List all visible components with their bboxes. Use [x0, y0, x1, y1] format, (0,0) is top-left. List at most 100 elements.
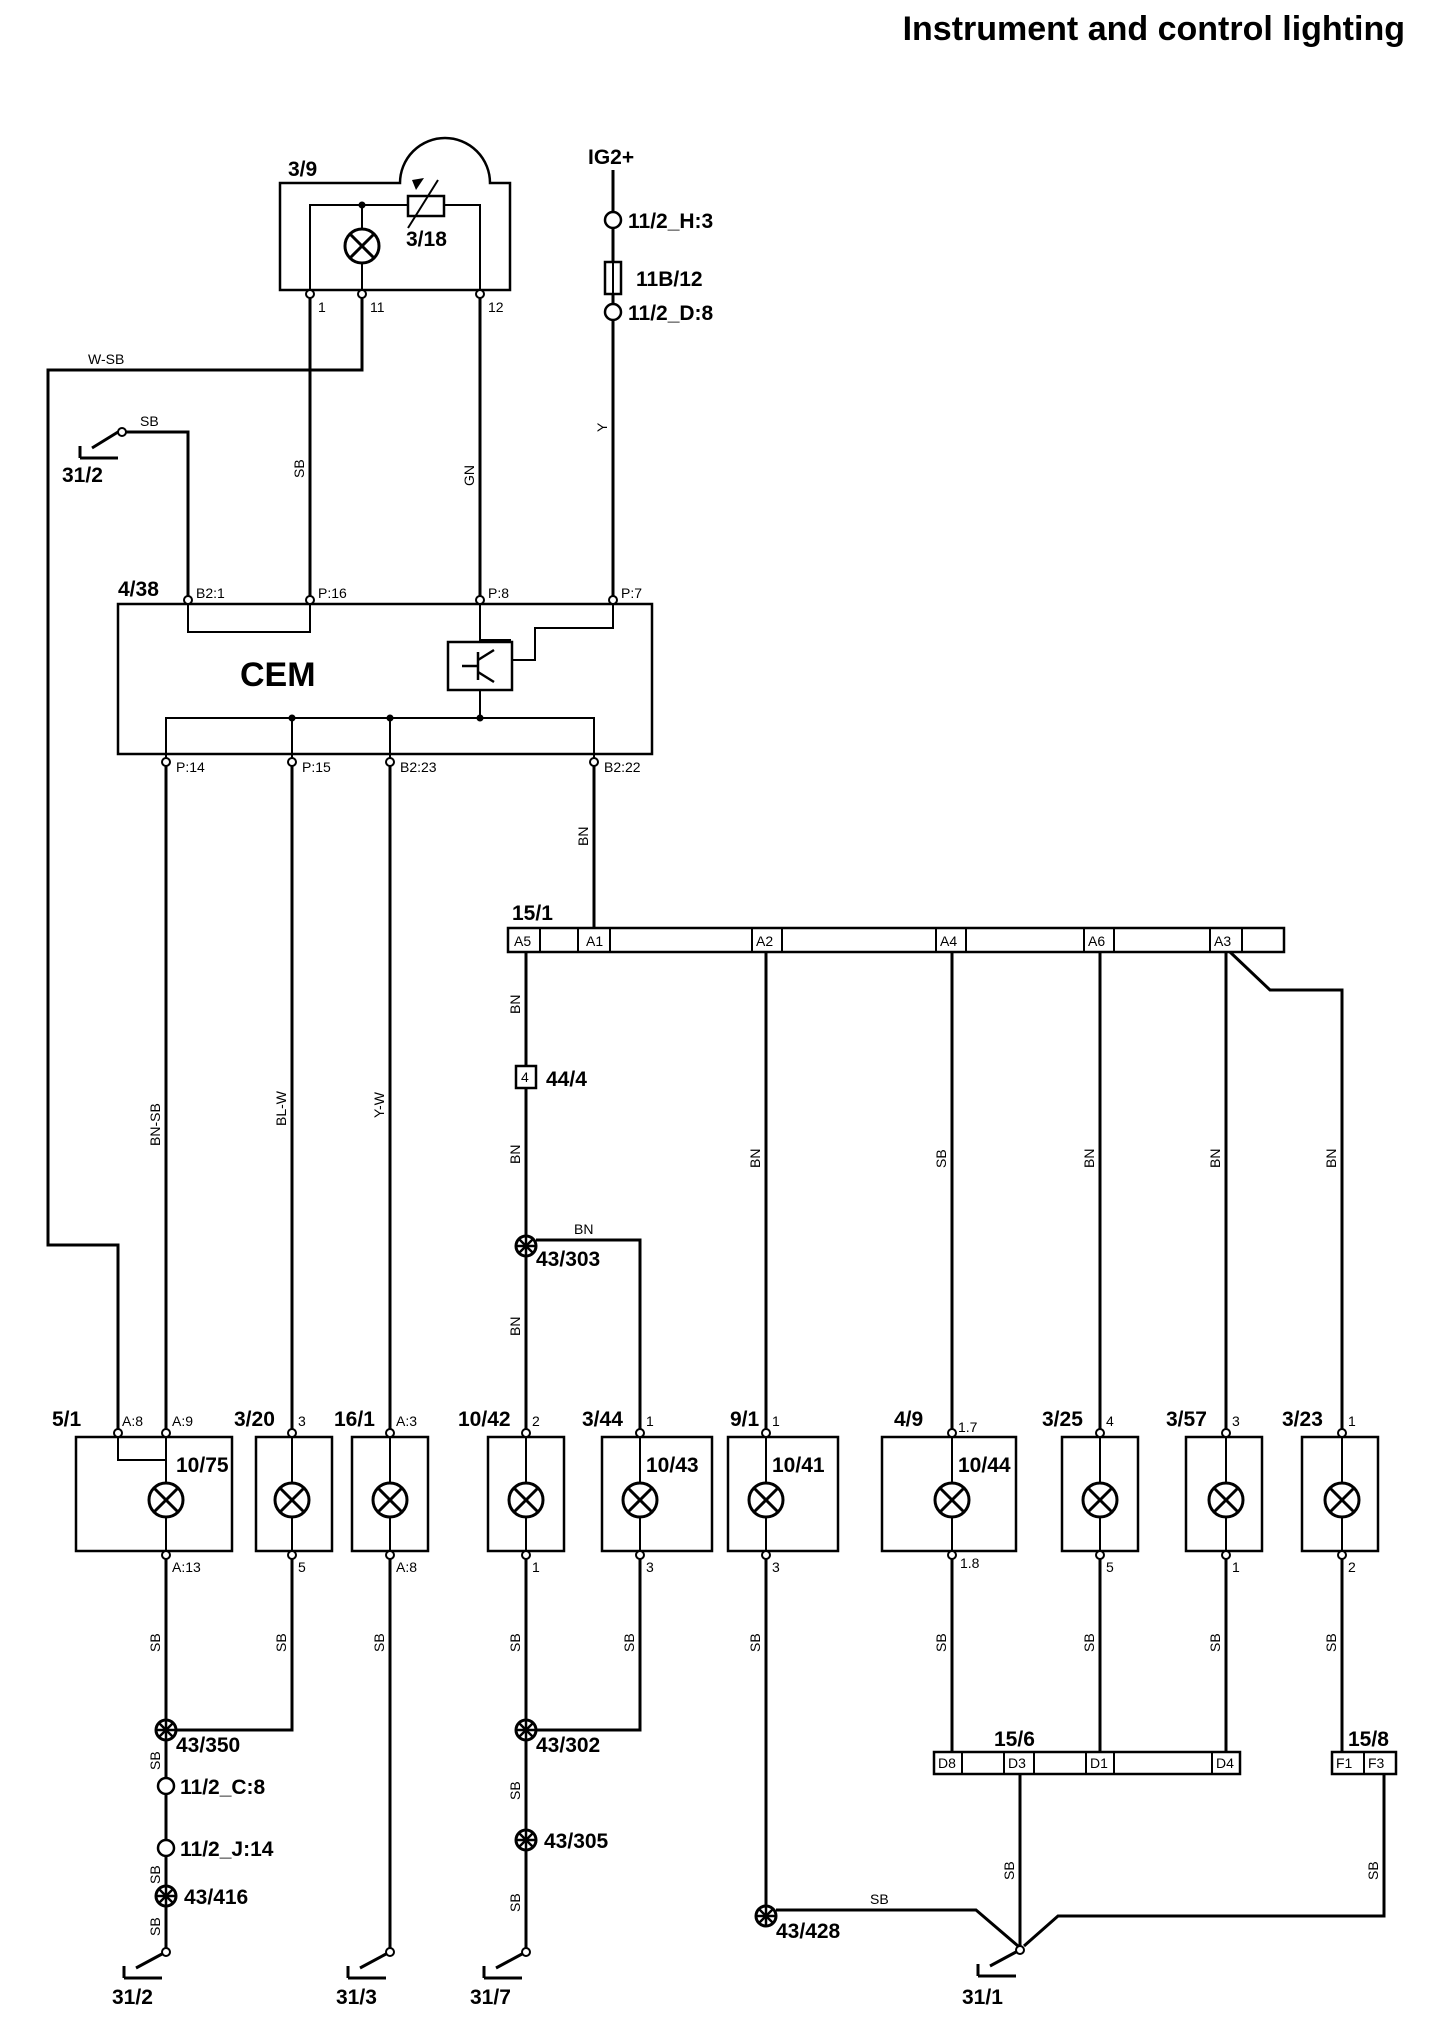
- component-9-1: 9/1 1 10/41 3: [726, 1408, 840, 1575]
- splice-15-6: 15/6 D8 D3 D1 D4: [932, 1728, 1242, 1776]
- splice-15-6-pin-d1: D1: [1090, 1755, 1108, 1771]
- component-10-42-id: 10/42: [458, 1408, 511, 1431]
- page-title: Instrument and control lighting: [903, 10, 1405, 48]
- connector-j14-label: 11/2_J:14: [180, 1838, 274, 1861]
- component-3-23: 3/23 1 2: [1282, 1408, 1380, 1575]
- cem-name: CEM: [240, 656, 316, 694]
- component-3-57-id: 3/57: [1166, 1408, 1207, 1431]
- connector-c8-label: 11/2_C:8: [180, 1776, 266, 1799]
- lamp-10-41-label: 10/41: [772, 1454, 825, 1477]
- wire-bn-branch-label: BN: [574, 1221, 593, 1237]
- rheostat-id: 3/18: [406, 228, 447, 251]
- wire-sb-3-57-label: SB: [1207, 1633, 1223, 1652]
- splice-15-1-pin-a4: A4: [940, 933, 957, 949]
- wire-sb-16-1-label: SB: [371, 1633, 387, 1652]
- splice-15-1: 15/1 A5 A1 A2 A4 A6 A3: [506, 902, 1286, 954]
- splice-15-1-pin-a3: A3: [1214, 933, 1231, 949]
- lamp-3-57-icon: [1207, 1481, 1245, 1519]
- splice-350-label: 43/350: [176, 1734, 240, 1757]
- wire-bn-mid-label: BN: [507, 1145, 523, 1164]
- supply-ig2: IG2+ 11/2_H:3 11B/12 11/2_D:8 Y: [588, 146, 714, 596]
- splice-303-label: 43/303: [536, 1248, 600, 1271]
- transistor-icon: [446, 640, 514, 692]
- splice-15-1-id: 15/1: [512, 902, 553, 925]
- component-3-20-id: 3/20: [234, 1408, 275, 1431]
- component-3-20-pin-bottom: 5: [298, 1559, 306, 1575]
- cem-module: 4/38 CEM B2:1 P:16 P:8 P:7 P:14 P:15 B: [116, 578, 654, 775]
- lamp-10-42-icon: [507, 1481, 545, 1519]
- cem-pin-p7: P:7: [621, 585, 642, 601]
- lamp-3-20-icon: [273, 1481, 311, 1519]
- component-4-9-pin-bottom: 1.8: [960, 1555, 980, 1571]
- component-3-57: 3/57 3 1: [1166, 1408, 1264, 1575]
- wire-gn-label: GN: [461, 465, 477, 486]
- splice-15-6-id: 15/6: [994, 1728, 1035, 1751]
- component-3-23-pin-bottom: 2: [1348, 1559, 1356, 1575]
- component-3-25: 3/25 4 5: [1042, 1408, 1140, 1575]
- component-5-1: 5/1 A:8 A:9 10/75 A:13: [52, 1408, 234, 1575]
- splice-15-1-pin-a1: A1: [586, 933, 603, 949]
- dimmer-unit: 3/9 3/18 1 11 12: [278, 136, 512, 315]
- splice-305-icon: [514, 1828, 538, 1852]
- component-4-9: 4/9 1.7 10/44 1.8: [880, 1408, 1018, 1571]
- component-3-57-pin-top: 3: [1232, 1413, 1240, 1429]
- wire-sb-5-1-label: SB: [147, 1633, 163, 1652]
- wire-w-sb-label: W-SB: [88, 351, 124, 367]
- cem-pin-b2-1: B2:1: [196, 585, 225, 601]
- splice-303-icon: [514, 1234, 538, 1258]
- wire-bn-low-label: BN: [507, 1317, 523, 1336]
- ground-31-2-bottom: 31/2: [112, 1947, 171, 2009]
- wire-y-label: Y: [594, 422, 610, 432]
- component-16-1-pin-top: A:3: [396, 1413, 417, 1429]
- component-5-1-pin-a8: A:8: [122, 1413, 143, 1429]
- component-10-42-pin-bottom: 1: [532, 1559, 540, 1575]
- dimmer-lamp-icon: [343, 227, 381, 265]
- splice-15-8-pin-f3: F3: [1368, 1755, 1385, 1771]
- splice-302-label: 43/302: [536, 1734, 600, 1757]
- splice-428-icon: [754, 1904, 778, 1928]
- component-3-23-id: 3/23: [1282, 1408, 1323, 1431]
- wire-sb-416-label: SB: [147, 1917, 163, 1936]
- component-5-1-id: 5/1: [52, 1408, 82, 1431]
- cem-id: 4/38: [118, 578, 159, 601]
- cem-pin-p15: P:15: [302, 759, 331, 775]
- wire-a5-label: BN: [507, 995, 523, 1014]
- wire-a6-label: BN: [1081, 1149, 1097, 1168]
- cem-pin-p16: P:16: [318, 585, 347, 601]
- wire-sb-3-25-label: SB: [1081, 1633, 1097, 1652]
- splice-15-6-pin-d4: D4: [1216, 1755, 1234, 1771]
- wire-sb-15-8: [1023, 1774, 1386, 1948]
- splice-15-1-pin-a2: A2: [756, 933, 773, 949]
- wire-sb-3-44: [536, 1559, 642, 1732]
- ground-31-2-top: 31/2: [62, 427, 127, 487]
- splice-15-6-pin-d8: D8: [938, 1755, 956, 1771]
- splice-428-label: 43/428: [776, 1920, 841, 1943]
- wire-sb-428: [776, 1908, 1019, 1948]
- dimmer-pin-1: 1: [318, 299, 326, 315]
- component-16-1: 16/1 A:3 A:8: [334, 1408, 430, 1575]
- ground-31-7-label: 31/7: [470, 1986, 511, 2009]
- wire-a4-label: SB: [933, 1149, 949, 1168]
- wire-sb-j14-label: SB: [147, 1865, 163, 1884]
- lamp-10-75-icon: [147, 1481, 185, 1519]
- connector-44-4-pin: 4: [521, 1069, 529, 1085]
- component-3-44-pin-top: 1: [646, 1413, 654, 1429]
- fuse-id: 11B/12: [636, 268, 703, 291]
- lamp-3-23-icon: [1323, 1481, 1361, 1519]
- lamp-3-25-icon: [1081, 1481, 1119, 1519]
- dimmer-pin-11: 11: [370, 299, 385, 315]
- component-4-9-pin-top: 1.7: [958, 1419, 978, 1435]
- ground-31-7: 31/7: [470, 1947, 531, 2009]
- wire-sb-428-label: SB: [870, 1891, 889, 1907]
- component-3-57-pin-bottom: 1: [1232, 1559, 1240, 1575]
- wire-a3b: [1228, 950, 1344, 1433]
- component-3-20-pin-top: 3: [298, 1413, 306, 1429]
- wire-sb-ground-label: SB: [140, 413, 159, 429]
- wire-bn-sb-label: BN-SB: [147, 1103, 163, 1146]
- wire-sb-15-6-label: SB: [1001, 1861, 1017, 1880]
- wire-y-w-label: Y-W: [371, 1091, 387, 1118]
- wire-sb-3-20: [176, 1559, 294, 1732]
- lamp-10-43-label: 10/43: [646, 1454, 699, 1477]
- ground-31-1-label: 31/1: [962, 1986, 1003, 2009]
- splice-416-icon: [154, 1884, 178, 1908]
